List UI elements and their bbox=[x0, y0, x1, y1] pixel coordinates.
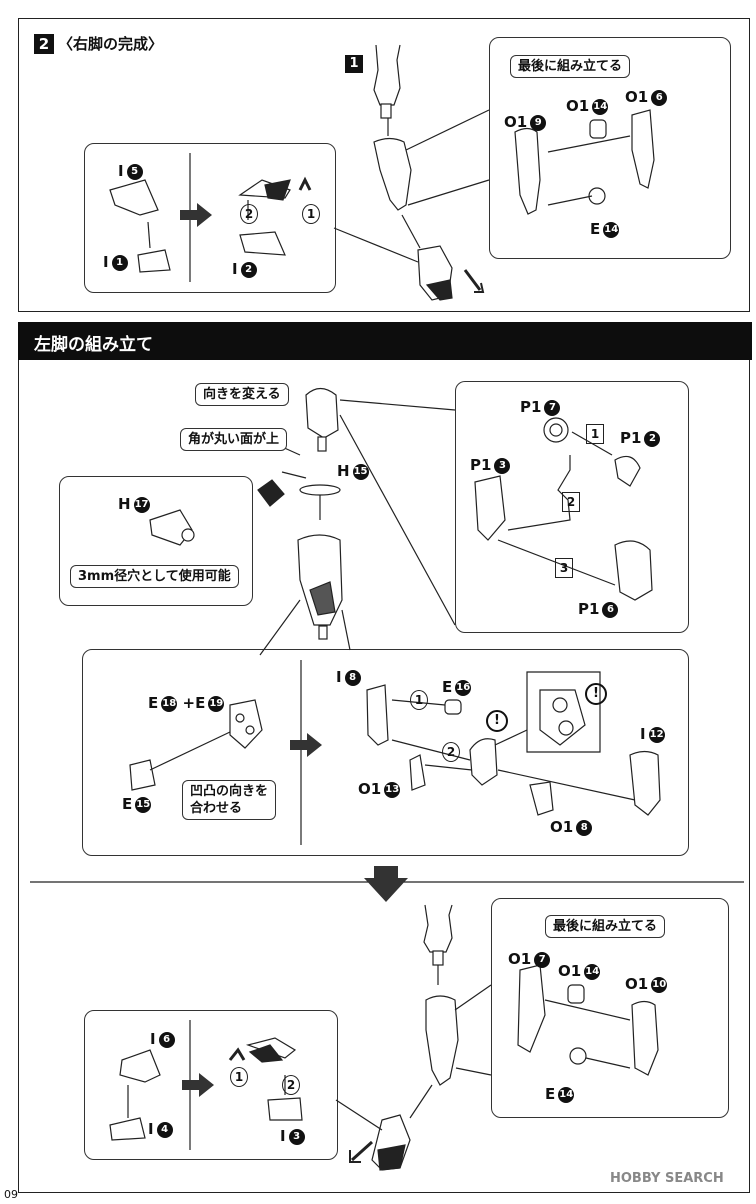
circle-1: 1 bbox=[302, 204, 320, 224]
section-header: 左脚の組み立て bbox=[18, 322, 752, 360]
caution-icon-2: ! bbox=[585, 683, 607, 705]
circle-1c: 1 bbox=[410, 690, 428, 710]
circle-2: 2 bbox=[240, 204, 258, 224]
watermark: HOBBY SEARCH bbox=[610, 1171, 724, 1186]
step2-title: 〈右脚の完成〉 bbox=[58, 35, 164, 53]
round-side-label: 角が丸い面が上 bbox=[180, 428, 288, 451]
step1-badge: 1 bbox=[345, 55, 363, 73]
turn-label: 向きを変える bbox=[195, 383, 289, 406]
circle-1d: 1 bbox=[230, 1067, 248, 1087]
circle-1b: 1 bbox=[586, 424, 604, 444]
circle-2b: 2 bbox=[562, 492, 580, 512]
circle-2d: 2 bbox=[282, 1075, 300, 1095]
page-number: 09 bbox=[4, 1188, 18, 1201]
last-assemble-label-2: 最後に組み立てる bbox=[545, 915, 666, 938]
align-note: 凹凸の向きを 合わせる bbox=[182, 780, 277, 820]
hole-note: 3mm径穴として使用可能 bbox=[70, 565, 239, 588]
circle-2c: 2 bbox=[442, 742, 460, 762]
last-assemble-label: 最後に組み立てる bbox=[510, 55, 631, 78]
section-title: 左脚の組み立て bbox=[34, 335, 153, 355]
caution-icon: ! bbox=[486, 710, 508, 732]
circle-3b: 3 bbox=[555, 558, 573, 578]
step2-badge: 2 bbox=[34, 34, 54, 54]
